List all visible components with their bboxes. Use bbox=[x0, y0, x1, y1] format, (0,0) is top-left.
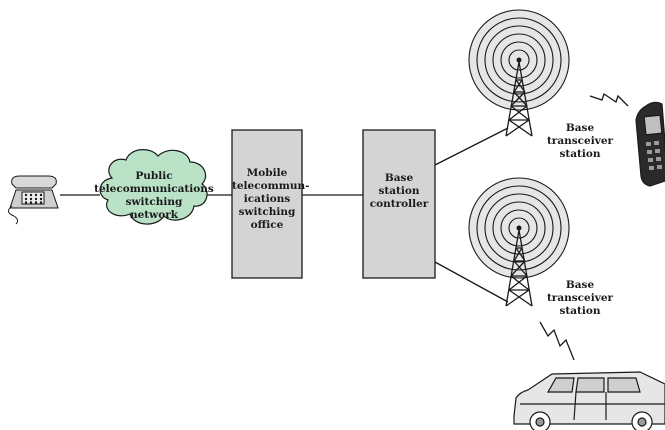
antenna-tower-icon bbox=[468, 9, 570, 137]
telephone-icon bbox=[8, 175, 59, 225]
bts-bottom-label: Base transceiver station bbox=[546, 279, 614, 317]
radio-signal-icon bbox=[589, 92, 629, 107]
bsc-box bbox=[362, 129, 436, 279]
connection-lines bbox=[60, 127, 509, 303]
cloud-shape bbox=[99, 149, 208, 225]
car-icon bbox=[513, 371, 665, 430]
bts-top-label: Base transceiver station bbox=[546, 122, 614, 160]
antenna-tower-icon bbox=[468, 177, 570, 307]
cloud-label: Public telecommunications switching netw… bbox=[94, 170, 214, 221]
mtso-label: Mobile telecommun- ications switching of… bbox=[232, 167, 310, 231]
bsc-label: Base station controller bbox=[369, 172, 429, 210]
cell-phone-icon bbox=[635, 101, 665, 187]
mtso-box bbox=[231, 129, 303, 279]
radio-signal-icon bbox=[539, 321, 575, 361]
bsc-to-bts-top-line bbox=[434, 127, 509, 166]
bsc-to-bts-bottom-line bbox=[434, 261, 509, 303]
